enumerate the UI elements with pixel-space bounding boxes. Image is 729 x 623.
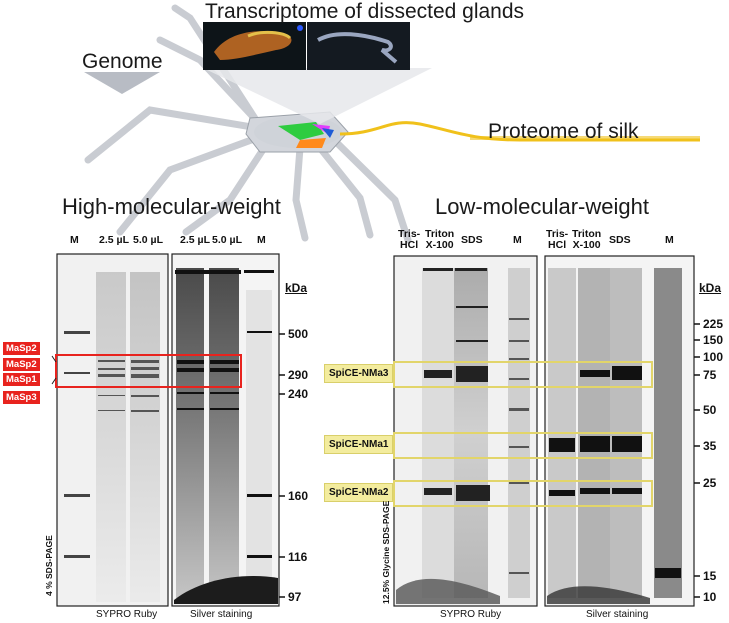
protein-tag-spice-nma1: SpiCE-NMa1 xyxy=(324,435,394,454)
mw-marker: 15 xyxy=(703,569,717,583)
protein-tag-masp2: MaSp2 xyxy=(3,342,40,355)
lane-label: M xyxy=(70,234,79,246)
lane-label: SDS xyxy=(609,234,631,246)
unit-label-kda: kDa xyxy=(699,281,722,295)
mw-marker: 160 xyxy=(288,489,309,503)
protein-tag-masp3: MaSp3 xyxy=(3,391,40,404)
mw-marker: 10 xyxy=(703,590,717,604)
genome-cone xyxy=(84,72,160,94)
protein-tag-masp2: MaSp2 xyxy=(3,358,40,371)
protein-tag-spice-nma2: SpiCE-NMa2 xyxy=(324,483,394,502)
stain-label: Silver staining xyxy=(586,609,649,620)
protein-tag-masp1: MaSp1 xyxy=(3,373,40,386)
stain-label: SYPRO Ruby xyxy=(440,609,502,620)
protein-tag-spice-nma3: SpiCE-NMa3 xyxy=(324,364,394,383)
mw-marker: 25 xyxy=(703,476,717,490)
silk-thread xyxy=(339,121,700,142)
mw-marker: 75 xyxy=(703,368,717,382)
mw-marker: 50 xyxy=(703,403,717,417)
stain-label: Silver staining xyxy=(190,609,253,620)
lane-label: Tris- HCl xyxy=(398,228,421,251)
mw-marker: 225 xyxy=(703,317,724,331)
mw-marker: 97 xyxy=(288,590,302,604)
mw-marker: 150 xyxy=(703,333,724,347)
proteome-label: Proteome of silk xyxy=(488,120,639,143)
lane-label: Triton X-100 xyxy=(425,228,455,251)
nma2-highlight-box xyxy=(393,480,653,507)
mw-marker: 116 xyxy=(288,550,308,564)
lane-label: SDS xyxy=(461,234,483,246)
gel-note-right: 12.5% Glycine SDS-PAGE xyxy=(381,500,391,604)
lane-label: Triton X-100 xyxy=(572,228,602,251)
left-panel-header: High-molecular-weight xyxy=(62,194,281,219)
lane-label: 2.5 µL xyxy=(99,234,129,246)
lane-label: M xyxy=(513,234,522,246)
transcriptome-label: Transcriptome of dissected glands xyxy=(205,0,525,23)
right-panel-header: Low-molecular-weight xyxy=(435,194,649,219)
lane-label: Tris- HCl xyxy=(546,228,569,251)
lane-label: 5.0 µL xyxy=(133,234,163,246)
lane-label: M xyxy=(257,234,266,246)
masp-highlight-box xyxy=(55,354,242,388)
nma1-highlight-box xyxy=(393,432,653,459)
spider-legs xyxy=(84,4,412,244)
marker-bands xyxy=(64,331,90,558)
lane-label: M xyxy=(665,234,674,246)
mw-marker: 35 xyxy=(703,439,717,453)
stain-label: SYPRO Ruby xyxy=(96,609,158,620)
genome-label: Genome xyxy=(82,50,163,73)
lane-label: 5.0 µL xyxy=(212,234,242,246)
mw-marker: 100 xyxy=(703,350,724,364)
lane-label: 2.5 µL xyxy=(180,234,210,246)
projection-cone xyxy=(203,68,432,124)
mw-marker: 290 xyxy=(288,368,309,382)
mw-marker: 500 xyxy=(288,327,309,341)
unit-label-kda: kDa xyxy=(285,281,308,295)
mw-marker: 240 xyxy=(288,387,309,401)
nma3-highlight-box xyxy=(393,361,653,388)
